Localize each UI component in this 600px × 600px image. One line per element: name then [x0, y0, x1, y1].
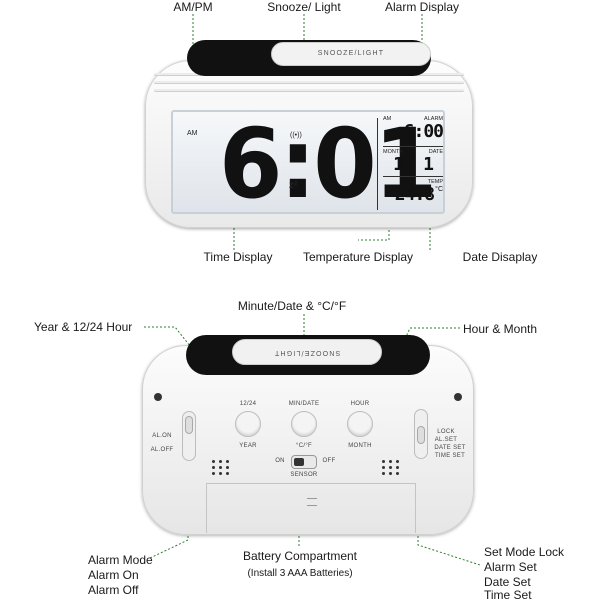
lcd-alarm-section: AM ALARM 6:00 [383, 116, 444, 142]
al-off-label: AL.OFF [150, 447, 174, 453]
alarm-display-callout: Alarm Display [384, 0, 460, 14]
lock-label: LOCK [437, 429, 455, 435]
alarm-label: ALARM [424, 116, 443, 122]
battery-note-callout: (Install 3 AAA Batteries) [247, 568, 353, 579]
speaker-grille-icon [210, 457, 232, 477]
radio-signal-icon: ((•)) [290, 132, 302, 139]
sensor-label: SENSOR [290, 472, 318, 478]
al-on-label: AL.ON [152, 433, 172, 439]
year-hour-callout: Year & 12/24 Hour [34, 320, 133, 334]
date-label: DATE [428, 149, 443, 155]
time-set-label: TIME SET [434, 453, 466, 459]
temp-label: TEMP [427, 179, 443, 185]
alarm-on-callout: Alarm On [88, 568, 139, 582]
date-value: 1 [423, 154, 434, 175]
set-mode-lock-callout: Set Mode Lock [484, 545, 565, 559]
sensor-on-label: ON [275, 458, 285, 464]
lcd-temp-section: TEMP 24.8 °C [383, 176, 443, 204]
battery-compartment-door[interactable] [206, 483, 416, 533]
temperature-value: 24.8 [394, 184, 435, 205]
lcd-divider [377, 118, 378, 210]
hour-month-button[interactable] [347, 411, 373, 437]
month-label: MONTH [383, 149, 404, 155]
hour-month-callout: Hour & Month [463, 322, 538, 336]
time-display-callout: Time Display [203, 250, 273, 264]
set-mode-switch[interactable] [414, 409, 428, 459]
date-display-callout: Date Disaplay [462, 250, 538, 264]
alarm-time: 6:00 [403, 121, 444, 142]
btn-cf-label: °C/°F [296, 443, 312, 449]
alarm-mode-switch[interactable] [182, 411, 196, 461]
btn-year-label: YEAR [239, 443, 257, 449]
btn-month-label: MONTH [348, 443, 372, 449]
lcd-time: 6:01 [219, 108, 437, 220]
alarm-mode-callout: Alarm Mode [88, 553, 153, 567]
snooze-zz-icon: zᶻ [289, 180, 298, 191]
clock-front-view: SNOOZE/LIGHT AM 6:01 ((•)) zᶻ AM ALARM 6:… [145, 40, 473, 230]
minute-date-callout: Minute/Date & °C/°F [237, 299, 347, 313]
alarm-mode-knob[interactable] [185, 416, 193, 434]
btn-hour-label: HOUR [350, 401, 370, 407]
date-set-label: DATE SET [434, 445, 466, 451]
alarm-set-callout: Alarm Set [484, 560, 537, 574]
date-set-callout: Date Set [484, 575, 531, 589]
sensor-switch[interactable] [291, 455, 317, 469]
speaker-grille-icon [380, 457, 402, 477]
snooze-light-button[interactable]: SNOOZE/LIGHT [271, 42, 431, 66]
temp-unit: °C [435, 186, 443, 193]
battery-door-grip [307, 498, 317, 506]
lcd-screen: AM 6:01 ((•)) zᶻ AM ALARM 6:00 MONTH DATE … [171, 108, 445, 220]
snooze-light-callout: Snooze/ Light [267, 0, 341, 14]
sensor-off-label: OFF [322, 458, 336, 464]
year-1224-button[interactable] [235, 411, 261, 437]
ampm-callout: AM/PM [173, 0, 213, 14]
btn-mindate-label: MIN/DATE [288, 401, 320, 407]
alarm-off-callout: Alarm Off [88, 583, 139, 597]
alarm-ampm: AM [383, 116, 392, 122]
screw-hole-icon [454, 393, 462, 401]
screw-hole-icon [154, 393, 162, 401]
clock-back-view: SNOOZE/LIGHT AL.ON AL.OFF 12/24 YEAR MIN… [142, 335, 474, 535]
min-date-button[interactable] [291, 411, 317, 437]
back-top-bar: SNOOZE/LIGHT [186, 335, 430, 375]
lcd-date-section: MONTH DATE 1 1 [383, 146, 443, 174]
temperature-display-callout: Temperature Display [302, 250, 414, 264]
lcd-ampm-indicator: AM [187, 130, 198, 137]
time-set-callout: Time Set [484, 588, 532, 600]
btn-1224-label: 12/24 [239, 401, 257, 407]
set-mode-knob[interactable] [417, 426, 425, 444]
top-bar: SNOOZE/LIGHT [187, 40, 431, 76]
battery-compartment-callout: Battery Compartment [242, 549, 358, 563]
month-value: 1 [393, 154, 404, 175]
back-snooze-light-button[interactable]: SNOOZE/LIGHT [232, 339, 382, 365]
al-set-label: AL.SET [434, 437, 458, 443]
